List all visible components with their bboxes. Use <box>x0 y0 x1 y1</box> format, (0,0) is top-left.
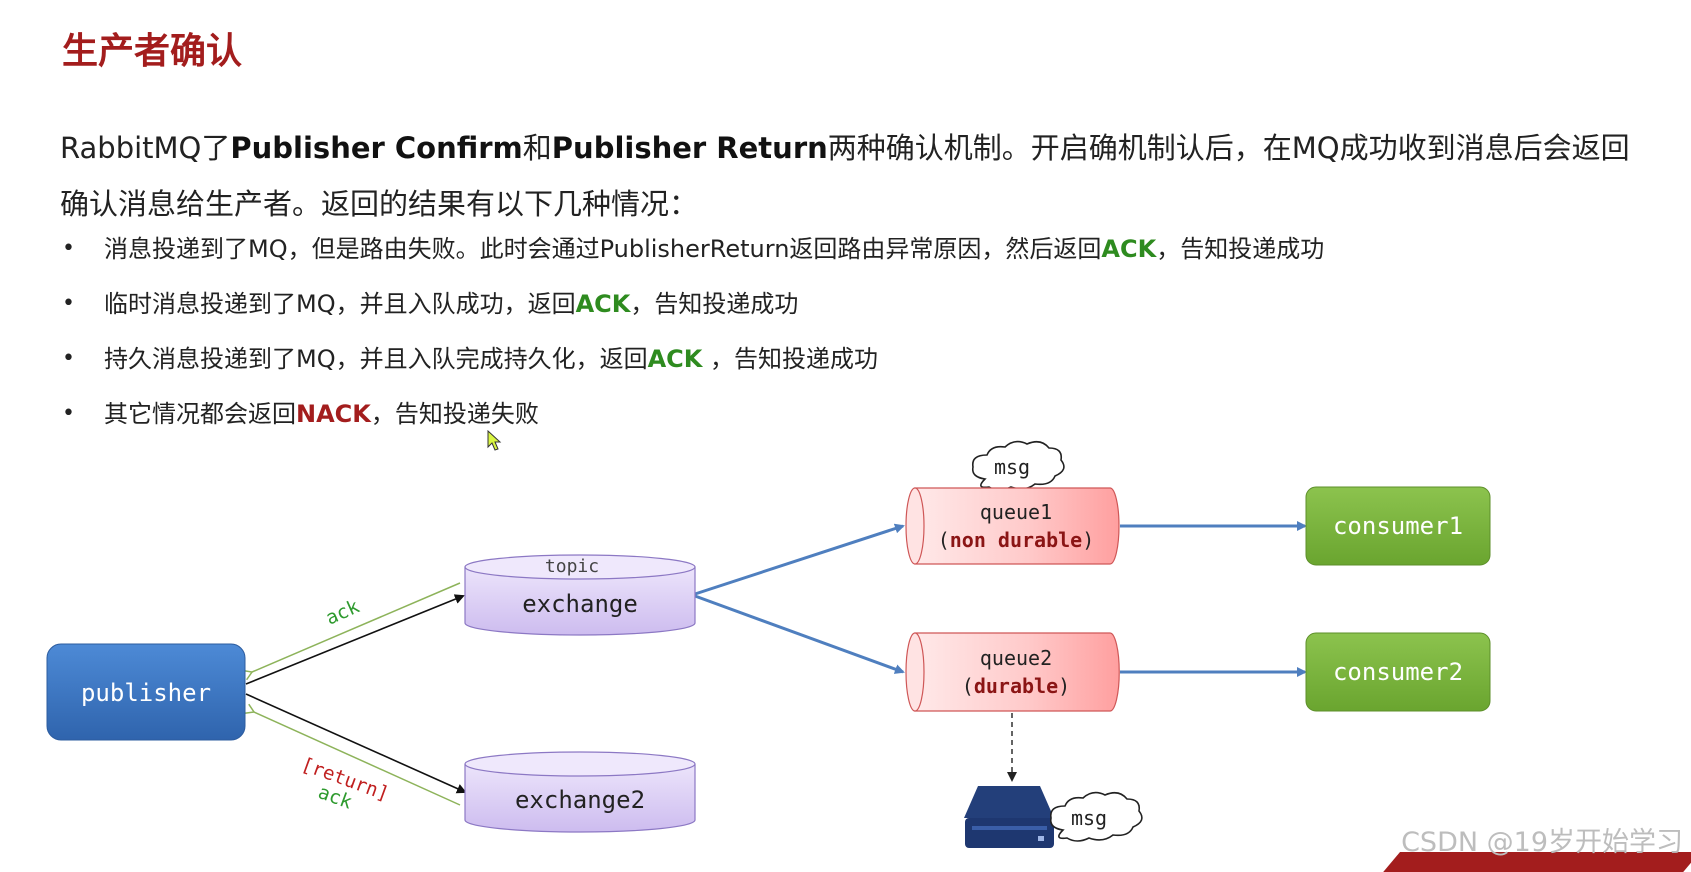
exchange-node: topic exchange <box>464 554 696 636</box>
page-title: 生产者确认 <box>62 31 243 72</box>
queue1-node: queue1 (non durable) <box>905 487 1120 565</box>
bullet-text: ，告知投递成功 <box>630 290 799 318</box>
publisher-to-exchange2-arrow <box>245 693 467 794</box>
intro-text: 和 <box>522 131 552 165</box>
list-item: • 消息投递到了MQ，但是路由失败。此时会通过PublisherReturn返回路… <box>60 232 1324 287</box>
publisher-to-exchange-arrow <box>245 594 465 685</box>
exchange-to-queue1-arrow <box>694 523 905 596</box>
result-cases-list: • 消息投递到了MQ，但是路由失败。此时会通过PublisherReturn返回路… <box>60 232 1324 452</box>
ack-status: ACK <box>647 345 703 373</box>
ack-status: ACK <box>575 290 631 318</box>
consumer1-node: consumer1 <box>1305 486 1491 566</box>
intro-text: 两种确认机制。开启确机制认后，在MQ成功收到消息后会返回确认消息给生产者。返回的… <box>60 131 1630 221</box>
consumer1-label: consumer1 <box>1333 512 1463 540</box>
exchange-type-label: topic <box>545 556 599 577</box>
list-item: • 临时消息投递到了MQ，并且入队成功，返回ACK，告知投递成功 <box>60 287 1324 342</box>
ack-label-upper: ack <box>322 595 363 629</box>
intro-paragraph: RabbitMQ了Publisher Confirm和Publisher Ret… <box>60 120 1650 232</box>
publisher-label: publisher <box>81 679 211 707</box>
intro-publisher-confirm: Publisher Confirm <box>230 131 523 165</box>
return-ack-arrow-to-publisher <box>244 703 461 806</box>
queue2-label: queue2 <box>980 646 1052 670</box>
msg-disk-cloud-icon: msg <box>1049 791 1143 842</box>
bullet-text: ，告知投递成功 <box>702 345 879 373</box>
consumer2-label: consumer2 <box>1333 658 1463 686</box>
bullet-text: ，告知投递失败 <box>370 400 539 428</box>
bullet-text: 其它情况都会返回 <box>104 400 296 428</box>
ack-arrow-to-publisher-upper <box>242 582 461 681</box>
list-item: • 持久消息投递到了MQ，并且入队完成持久化，返回ACK ，告知投递成功 <box>60 342 1324 397</box>
bullet-icon: • <box>62 291 75 316</box>
list-item: • 其它情况都会返回NACK，告知投递失败 <box>60 397 1324 452</box>
nack-status: NACK <box>296 400 371 428</box>
publisher-node: publisher <box>46 643 246 741</box>
bullet-text: 消息投递到了MQ，但是路由失败。此时会通过PublisherReturn返回路由… <box>104 235 1102 263</box>
bullet-icon: • <box>62 401 75 426</box>
bullet-icon: • <box>62 236 75 261</box>
msg-disk-label: msg <box>1071 806 1107 830</box>
exchange2-label: exchange2 <box>515 786 645 814</box>
intro-publisher-return: Publisher Return <box>551 131 828 165</box>
intro-text: RabbitMQ了 <box>60 131 231 165</box>
exchange-to-queue2-arrow <box>694 594 905 674</box>
consumer2-node: consumer2 <box>1305 632 1491 712</box>
queue1-label: queue1 <box>980 500 1052 524</box>
ack-status: ACK <box>1101 235 1157 263</box>
exchange2-node: exchange2 <box>464 751 696 833</box>
bullet-icon: • <box>62 346 75 371</box>
queue2-mode: (durable) <box>962 674 1070 698</box>
msg-top-label: msg <box>994 455 1030 479</box>
queue2-node: queue2 (durable) <box>905 632 1120 712</box>
watermark: CSDN @19岁开始学习 <box>1401 827 1683 858</box>
bullet-text: 持久消息投递到了MQ，并且入队完成持久化，返回 <box>104 345 648 373</box>
bullet-text: ，告知投递成功 <box>1156 235 1325 263</box>
mouse-cursor-icon <box>487 430 502 451</box>
msg-cloud-icon: msg <box>971 440 1065 491</box>
bullet-text: 临时消息投递到了MQ，并且入队成功，返回 <box>104 290 576 318</box>
queue1-mode: (non durable) <box>938 528 1095 552</box>
exchange-label: exchange <box>522 590 638 618</box>
disk-icon <box>964 786 1054 848</box>
